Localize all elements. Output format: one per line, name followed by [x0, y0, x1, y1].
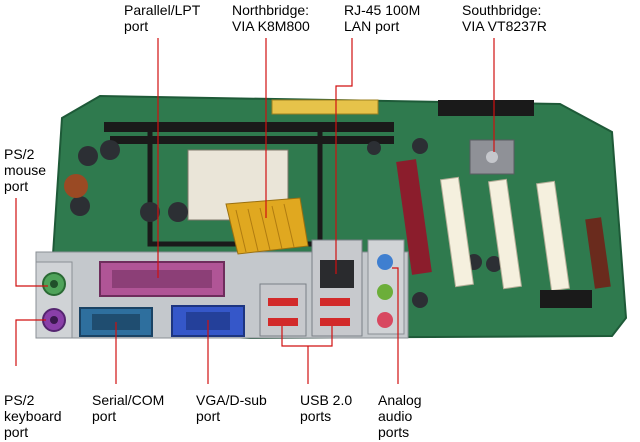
audio-line-out [377, 284, 393, 300]
audio-mic [377, 312, 393, 328]
usb-port-block [259, 283, 307, 337]
callout-usb-ports: USB 2.0 ports [300, 392, 353, 424]
pci-slot [440, 176, 474, 288]
pci-slot [488, 178, 522, 290]
atx-connector [271, 99, 379, 115]
callout-ps2-mouse-port: PS/2 mouse port [4, 146, 47, 194]
cnr-slot [585, 217, 611, 289]
agp-slot [396, 159, 432, 275]
audio-line-in [377, 254, 393, 270]
ide-header [438, 100, 534, 116]
callout-serial-port: Serial/COM port [92, 392, 165, 424]
callout-southbridge: Southbridge: VIA VT8237R [462, 2, 547, 34]
callout-audio-ports: Analog audio ports [378, 392, 422, 440]
callout-vga-port: VGA/D-sub port [196, 392, 267, 424]
bios-chip [540, 290, 592, 308]
northbridge-heatsink [225, 197, 309, 255]
callout-lan-port: RJ-45 100M LAN port [344, 2, 421, 34]
memory-slot [110, 136, 394, 144]
callout-northbridge: Northbridge: VIA K8M800 [232, 2, 310, 34]
memory-slot [104, 122, 394, 132]
callout-ps2-keyboard-port: PS/2 keyboard port [4, 392, 62, 440]
pci-slot [536, 180, 570, 292]
rj45-port [320, 260, 354, 288]
callout-parallel-port: Parallel/LPT port [124, 2, 201, 34]
southbridge-chip [469, 139, 515, 175]
